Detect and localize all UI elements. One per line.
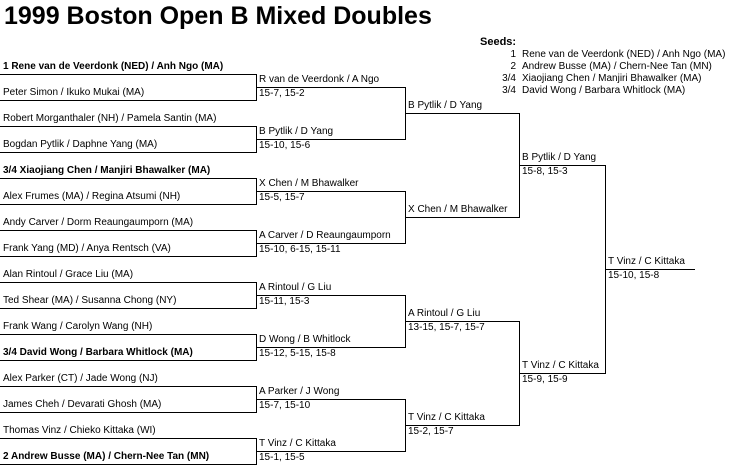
bracket-entry: 2 Andrew Busse (MA) / Chern-Nee Tan (MN) (3, 451, 210, 462)
seed-number: 3/4 (502, 85, 516, 96)
bracket-line (256, 295, 406, 296)
match-score: 15-2, 15-7 (408, 426, 454, 437)
bracket-entry: Alex Parker (CT) / Jade Wong (NJ) (3, 373, 158, 384)
bracket-entry: Robert Morganthaler (NH) / Pamela Santin… (3, 113, 217, 124)
match-winner: B Pytlik / D Yang (408, 100, 483, 111)
bracket-line (405, 321, 520, 322)
match-score: 15-1, 15-5 (259, 452, 305, 463)
bracket-line (605, 269, 695, 270)
bracket-line (405, 425, 520, 426)
bracket-line (256, 191, 406, 192)
match-winner: T Vinz / C Kittaka (408, 412, 485, 423)
bracket-entry: James Cheh / Devarati Ghosh (MA) (3, 399, 162, 410)
bracket-line (0, 360, 257, 361)
match-score: 15-8, 15-3 (522, 166, 568, 177)
match-winner: T Vinz / C Kittaka (522, 360, 599, 371)
bracket-line (0, 152, 257, 153)
page-title: 1999 Boston Open B Mixed Doubles (4, 2, 432, 30)
seed-team: David Wong / Barbara Whitlock (MA) (522, 85, 686, 96)
match-winner: X Chen / M Bhawalker (408, 204, 508, 215)
champion: T Vinz / C Kittaka (608, 256, 685, 267)
bracket-line (0, 438, 257, 439)
bracket-line (256, 139, 406, 140)
bracket-line (0, 282, 257, 283)
match-score: 15-10, 6-15, 15-11 (259, 244, 341, 255)
bracket-line (0, 204, 257, 205)
bracket-entry: 1 Rene van de Veerdonk (NED) / Anh Ngo (… (3, 61, 224, 72)
match-score: 13-15, 15-7, 15-7 (408, 322, 485, 333)
match-winner: A Parker / J Wong (259, 386, 340, 397)
bracket-line (405, 217, 520, 218)
match-score: 15-5, 15-7 (259, 192, 305, 203)
bracket-entry: Ted Shear (MA) / Susanna Chong (NY) (3, 295, 177, 306)
match-score: 15-7, 15-2 (259, 88, 305, 99)
match-score: 15-9, 15-9 (522, 374, 568, 385)
bracket-line (519, 165, 606, 166)
match-winner: A Rintoul / G Liu (259, 282, 332, 293)
bracket-entry: 3/4 David Wong / Barbara Whitlock (MA) (3, 347, 193, 358)
bracket-line (0, 126, 257, 127)
bracket-line (519, 373, 606, 374)
seed-number: 1 (510, 49, 516, 60)
match-winner: B Pytlik / D Yang (522, 152, 597, 163)
match-score: 15-10, 15-6 (259, 140, 311, 151)
bracket-line (0, 386, 257, 387)
bracket-line (405, 113, 520, 114)
seed-team: Andrew Busse (MA) / Chern-Nee Tan (MN) (522, 61, 712, 72)
bracket-line (256, 399, 406, 400)
bracket-line (256, 347, 406, 348)
seed-team: Xiaojiang Chen / Manjiri Bhawalker (MA) (522, 73, 702, 84)
bracket-line (256, 243, 406, 244)
match-winner: A Rintoul / G Liu (408, 308, 481, 319)
seed-number: 3/4 (502, 73, 516, 84)
seeds-heading: Seeds: (480, 36, 517, 48)
bracket-line (0, 230, 257, 231)
final-score: 15-10, 15-8 (608, 270, 660, 281)
seed-team: Rene van de Veerdonk (NED) / Anh Ngo (MA… (522, 49, 726, 60)
bracket-entry: Bogdan Pytlik / Daphne Yang (MA) (3, 139, 158, 150)
match-score: 15-11, 15-3 (259, 296, 310, 307)
bracket-entry: Alex Frumes (MA) / Regina Atsumi (NH) (3, 191, 181, 202)
bracket-entry: Peter Simon / Ikuko Mukai (MA) (3, 87, 145, 98)
bracket-line (0, 256, 257, 257)
match-winner: T Vinz / C Kittaka (259, 438, 336, 449)
bracket-line (0, 74, 257, 75)
bracket-entry: Thomas Vinz / Chieko Kittaka (WI) (3, 425, 156, 436)
bracket-line (256, 87, 406, 88)
match-winner: A Carver / D Reaungaumporn (259, 230, 391, 241)
bracket-entry: Frank Wang / Carolyn Wang (NH) (3, 321, 153, 332)
bracket-line (0, 412, 257, 413)
bracket-line (0, 308, 257, 309)
match-winner: X Chen / M Bhawalker (259, 178, 359, 189)
bracket-line (0, 334, 257, 335)
match-winner: D Wong / B Whitlock (259, 334, 351, 345)
bracket-entry: Frank Yang (MD) / Anya Rentsch (VA) (3, 243, 171, 254)
bracket-entry: Alan Rintoul / Grace Liu (MA) (3, 269, 134, 280)
match-winner: R van de Veerdonk / A Ngo (259, 74, 380, 85)
bracket-entry: Andy Carver / Dorm Reaungaumporn (MA) (3, 217, 194, 228)
match-score: 15-12, 5-15, 15-8 (259, 348, 336, 359)
bracket-line (0, 178, 257, 179)
bracket-line (256, 451, 406, 452)
bracket-line (0, 100, 257, 101)
bracket-entry: 3/4 Xiaojiang Chen / Manjiri Bhawalker (… (3, 165, 211, 176)
match-score: 15-7, 15-10 (259, 400, 311, 411)
match-winner: B Pytlik / D Yang (259, 126, 334, 137)
seed-number: 2 (510, 61, 516, 72)
